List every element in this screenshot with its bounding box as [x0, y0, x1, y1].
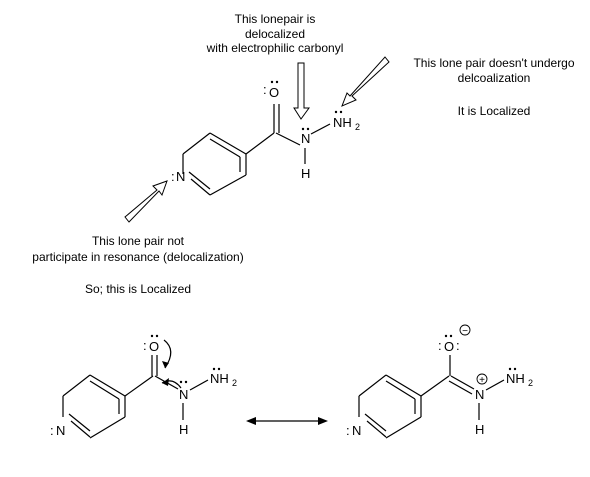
pyridine-annotation: This lone pair not participate in resona… [32, 234, 243, 296]
bl-lone-pair-dots: : [143, 338, 147, 353]
br-lone-pair-dots: : [438, 338, 442, 353]
bl-amide-hydrogen: H [179, 422, 188, 437]
top-amine-group: NH [333, 115, 352, 130]
bl-amide-nitrogen: N [179, 387, 188, 402]
top-ring-nitrogen: N [176, 169, 185, 184]
br-lone-pair-dots: : [346, 423, 350, 438]
br-oxygen: O [444, 339, 454, 354]
top-amide-nitrogen: N [301, 131, 310, 146]
annotation-line: This lone pair not [92, 234, 185, 248]
br-lone-pair-dots: : [456, 338, 460, 353]
negative-charge-sign: − [462, 326, 468, 337]
top-amide-hydrogen: H [301, 166, 310, 181]
delocalized-annotation: This lonepair is delocalized with electr… [206, 12, 344, 55]
pyridine-arrow-icon [124, 180, 168, 223]
top-amine-subscript: 2 [355, 122, 360, 132]
resonance-arrow-icon [246, 417, 328, 425]
annotation-line: participate in resonance (delocalization… [32, 250, 243, 264]
localized-nh2-annotation: This lone pair doesn't undergo delcoaliz… [413, 56, 574, 118]
annotation-line: So; this is Localized [85, 282, 191, 296]
annotation-line: delcoalization [458, 71, 531, 85]
annotation-line: delocalized [245, 27, 305, 41]
diagonal-arrow-icon [341, 56, 390, 107]
bottom-right-molecule: : N : O : − + N H NH 2 [346, 324, 533, 439]
br-amine-group: NH [506, 371, 525, 386]
annotation-line: with electrophilic carbonyl [206, 41, 344, 55]
br-amine-subscript: 2 [528, 378, 533, 388]
top-molecule: : N : O N H NH 2 [171, 80, 360, 196]
negative-charge-icon [459, 324, 471, 336]
bottom-left-molecule: : N : O N H NH 2 [50, 334, 237, 439]
br-amide-hydrogen: H [475, 422, 484, 437]
down-arrow-icon [293, 62, 310, 120]
annotation-line: This lonepair is [235, 12, 316, 26]
bl-ring-nitrogen: N [56, 423, 65, 438]
bl-oxygen: O [149, 339, 159, 354]
br-amide-nitrogen: N [475, 387, 484, 402]
positive-charge-sign: + [479, 375, 485, 386]
positive-charge-icon [476, 373, 488, 385]
top-oxygen: O [269, 85, 279, 100]
top-lone-pair-dots: : [263, 82, 267, 97]
bl-amine-group: NH [210, 371, 229, 386]
annotation-line: It is Localized [458, 104, 531, 118]
br-ring-nitrogen: N [352, 423, 361, 438]
top-pyridine-ring [182, 132, 247, 196]
annotation-line: This lone pair doesn't undergo [413, 56, 574, 70]
bl-lone-pair-dots: : [50, 423, 54, 438]
bl-amine-subscript: 2 [232, 378, 237, 388]
top-lone-pair-dots: : [171, 169, 175, 184]
